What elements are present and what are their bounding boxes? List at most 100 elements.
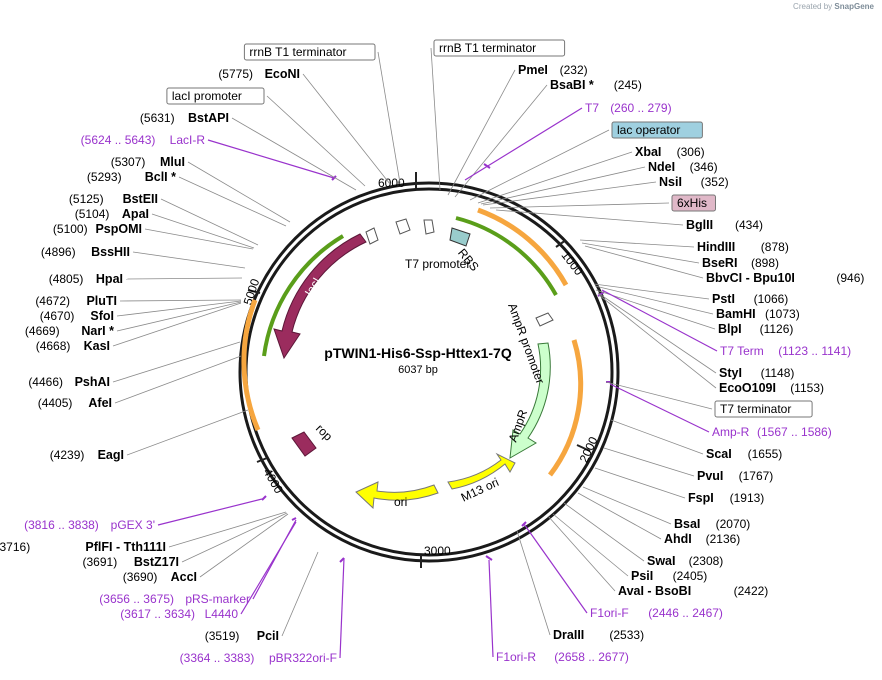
leader-mlui	[187, 161, 291, 223]
right-label-rrnb-t1-terminator: rrnB T1 terminator	[433, 39, 566, 57]
pos-ecoo109i: (1153)	[790, 381, 824, 395]
credit-prefix: Created by	[793, 2, 833, 11]
t7-promoter-label: T7 promoter	[405, 257, 470, 271]
pos-kasi: (4668)	[36, 339, 71, 353]
name-scai: ScaI	[706, 447, 732, 461]
pos-avai-bsobi: (2422)	[734, 584, 769, 598]
name-pbr322ori-f: pBR322ori-F	[269, 651, 337, 665]
right-label-amp-r: Amp-R(1567 .. 1586)	[712, 425, 832, 439]
name-afei: AfeI	[88, 396, 112, 410]
right-label-bamhi: BamHI(1073)	[716, 307, 800, 321]
name-pshai: PshAI	[75, 375, 110, 389]
lacI-promoter-arrow	[365, 227, 379, 245]
name-bsteii: BstEII	[123, 192, 158, 206]
leader-psti	[593, 283, 710, 300]
pos-hpai: (4805)	[49, 272, 84, 286]
pos-pmei: (232)	[560, 63, 588, 77]
name-swai: SwaI	[647, 554, 676, 568]
leader-eagi	[126, 409, 249, 456]
right-label-bglii: BglII(434)	[686, 218, 763, 232]
pos-swai: (2308)	[689, 554, 724, 568]
leader-rrnb-t1-terminator	[377, 51, 401, 184]
leader-ahdi	[577, 492, 662, 540]
left-label-pflfi-tth111i: PflFI - Tth111I(3716)	[0, 540, 166, 554]
pos-nari: (4669)	[25, 324, 60, 338]
leader-amp-r	[609, 383, 710, 433]
rop-feature-label: rop	[313, 421, 335, 443]
leader-psii	[552, 513, 629, 577]
right-label-hindiii: HindIII(878)	[697, 240, 789, 254]
left-label-pluti: PluTI(4672)	[35, 294, 117, 308]
leader-swai	[563, 502, 645, 562]
right-label-t7-term: T7 Term(1123 .. 1141)	[720, 344, 851, 358]
leader-nari	[116, 301, 242, 332]
name-nari: NarI *	[81, 324, 114, 338]
name-f1ori-r: F1ori-R	[496, 650, 536, 664]
leader-hindiii	[579, 239, 695, 248]
leader-rrnb-t1-terminator	[430, 47, 441, 191]
leader-draiii	[516, 530, 551, 636]
left-label-eagi: EagI(4239)	[50, 448, 124, 462]
credit-brand: SnapGene	[834, 2, 874, 11]
pos-bsai: (2070)	[716, 517, 751, 531]
ampr-feature-arrow	[509, 342, 551, 459]
right-label-6xhis: 6xHis	[671, 194, 716, 212]
left-label-hpai: HpaI (4805)	[49, 272, 123, 286]
pos-draiii: (2533)	[609, 628, 644, 642]
orange-arc-right	[548, 339, 584, 477]
name-styi: StyI	[719, 366, 742, 380]
leader-bstz17i	[181, 512, 288, 563]
name-draiii: DraIII	[553, 628, 584, 642]
right-label-t7-terminator: T7 terminator	[714, 400, 813, 418]
right-label-pvui: PvuI(1767)	[697, 469, 773, 483]
l4440-mark	[291, 517, 297, 521]
left-label-bstz17i: BstZ17I(3691)	[83, 555, 179, 569]
right-label-blpi: BlpI(1126)	[718, 322, 793, 336]
leader-f1ori-r	[488, 559, 494, 658]
name-acci: AccI	[171, 570, 197, 584]
feature-box-t7-terminator	[714, 400, 813, 418]
right-label-ahdi: AhdI (2136)	[664, 532, 740, 546]
name-pflfi-tth111i: PflFI - Tth111I	[85, 540, 166, 554]
orange-arc-top-right	[477, 207, 569, 287]
pos-psti: (1066)	[754, 292, 789, 306]
left-label-pbr322ori-f: pBR322ori-F (3364 .. 3383)	[180, 651, 337, 665]
pos-ndei: (346)	[690, 160, 718, 174]
left-label-econi: EcoNI(5775)	[218, 67, 300, 81]
leader-bsteii	[160, 198, 259, 246]
left-label-acci: AccI(3690)	[123, 570, 197, 584]
leader-t7-terminator	[605, 381, 713, 410]
name-bseri: BseRI	[702, 256, 737, 270]
name-bglii: BglII	[686, 218, 713, 232]
leader-bcli	[178, 176, 287, 227]
name-bsshii: BssHII	[91, 245, 130, 259]
name-mlui: MluI	[160, 155, 185, 169]
left-label-sfoi: SfoI(4670)	[40, 309, 114, 323]
name-pmei: PmeI	[518, 63, 548, 77]
left-label-bcli: BclI *(5293)	[87, 170, 176, 184]
pos-t7-term: (1123 .. 1141)	[778, 344, 851, 358]
name-blpi: BlpI	[718, 322, 742, 336]
left-label-l4440: L4440(3617 .. 3634)	[120, 607, 238, 621]
pos-hindiii: (878)	[761, 240, 789, 254]
left-label-nari: NarI * (4669)	[25, 324, 114, 338]
leader-pvui	[603, 447, 695, 477]
pos-f1ori-f: (2446 .. 2467)	[648, 606, 723, 620]
name-prs-marker: pRS-marker	[185, 592, 250, 606]
leader-kasi	[112, 302, 242, 347]
pos-pbr322ori-f: (3364 .. 3383)	[180, 651, 255, 665]
pos-ahdi: (2136)	[706, 532, 741, 546]
leader-econi	[302, 73, 391, 185]
name-ahdi: AhdI	[664, 532, 692, 546]
leader-scai	[610, 419, 704, 455]
leader-afei	[114, 355, 242, 404]
leader-bamhi	[594, 285, 714, 315]
name-bamhi: BamHI	[716, 307, 756, 321]
tick-5000	[247, 289, 261, 294]
pos-l4440: (3617 .. 3634)	[120, 607, 195, 621]
leader-apai	[151, 213, 255, 249]
name-hpai: HpaI	[96, 272, 123, 286]
pos-apai: (5104)	[75, 207, 110, 221]
feature-name-lac-operator: lac operator	[617, 123, 680, 137]
right-label-scai: ScaI(1655)	[706, 447, 782, 461]
